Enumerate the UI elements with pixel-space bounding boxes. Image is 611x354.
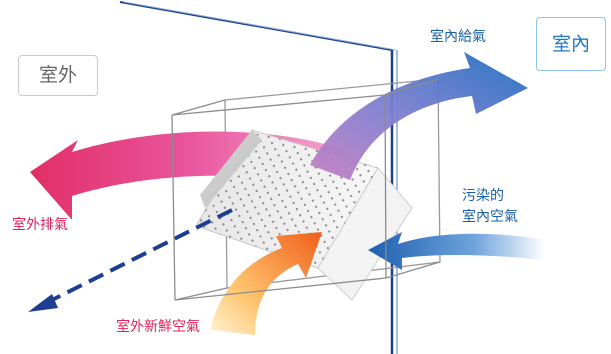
polluted-air-arrow bbox=[368, 232, 545, 270]
supply-arrow bbox=[310, 52, 528, 180]
supply-air-label: 室內給氣 bbox=[430, 29, 486, 45]
unit-housing-front bbox=[171, 78, 441, 301]
dashed-arrow bbox=[28, 208, 233, 312]
polluted-air-label-line1: 污染的 bbox=[462, 188, 504, 204]
indoor-label: 室內 bbox=[536, 17, 606, 71]
polluted-air-label-line2: 室內空氣 bbox=[462, 209, 518, 225]
fresh-air-arrow bbox=[210, 232, 322, 335]
exhaust-air-label: 室外排氣 bbox=[12, 217, 68, 233]
outdoor-label: 室外 bbox=[18, 55, 98, 96]
polluted-air-label: 污染的 室內空氣 bbox=[462, 186, 542, 228]
fresh-air-label: 室外新鮮空氣 bbox=[116, 319, 200, 335]
